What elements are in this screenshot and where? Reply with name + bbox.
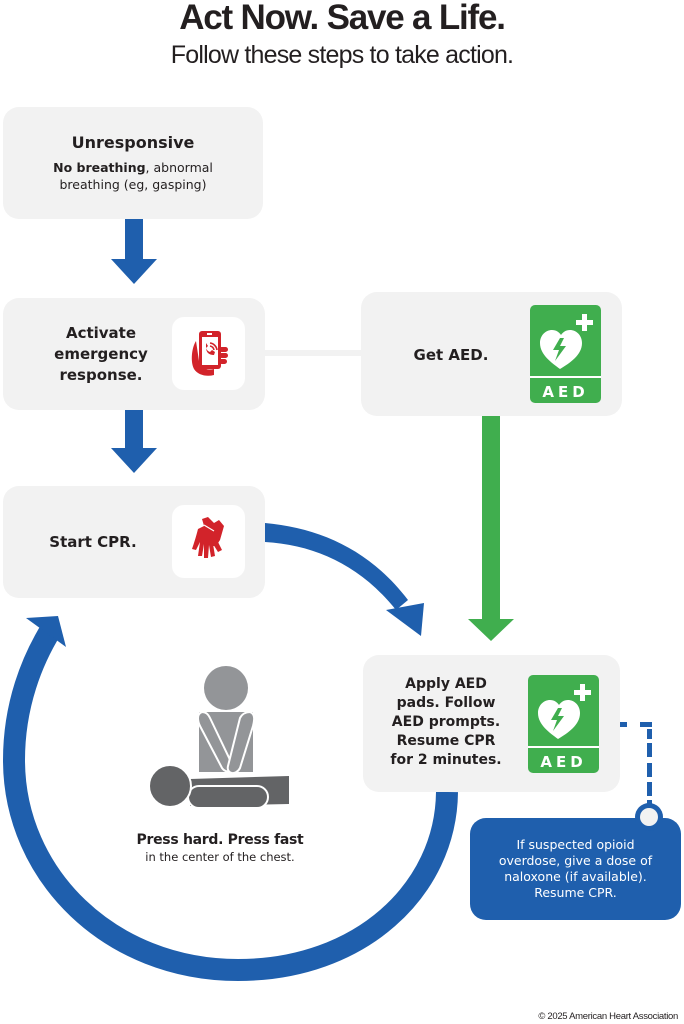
aed-sign-text: AED bbox=[540, 753, 586, 771]
arrow-down-1 bbox=[111, 219, 157, 284]
step-unresponsive-heading: Unresponsive bbox=[71, 133, 195, 152]
label-line: pads. Follow bbox=[396, 695, 496, 711]
aed-sign-text: AED bbox=[542, 383, 588, 401]
cpr-instruction-detail: in the center of the chest. bbox=[145, 850, 295, 864]
page-subtitle: Follow these steps to take action. bbox=[170, 41, 514, 69]
step-start-cpr: Start CPR. bbox=[3, 486, 265, 598]
detail-line1-rest: , abnormal bbox=[145, 160, 213, 175]
step-unresponsive: Unresponsive No breathing, abnormal brea… bbox=[3, 107, 263, 219]
label-line: emergency bbox=[54, 345, 148, 363]
arrow-cycle-loop bbox=[2, 616, 458, 982]
arrow-green-aed bbox=[468, 416, 514, 641]
label-line: for 2 minutes. bbox=[390, 752, 502, 768]
cpr-instruction-bold: Press hard. Press fast bbox=[136, 832, 304, 848]
step-apply-aed: Apply AED pads. Follow AED prompts. Resu… bbox=[363, 655, 620, 792]
naloxone-callout: If suspected opioid overdose, give a dos… bbox=[470, 818, 681, 920]
step-get-aed-label: Get AED. bbox=[413, 346, 489, 364]
label-line: Apply AED bbox=[405, 676, 487, 692]
copyright: © 2025 American Heart Association bbox=[538, 1011, 678, 1022]
cpr-instruction: Press hard. Press fast in the center of … bbox=[100, 832, 340, 864]
step-get-aed: Get AED. AED bbox=[361, 292, 622, 416]
callout-line: overdose, give a dose of bbox=[498, 853, 653, 868]
callout-line: If suspected opioid bbox=[516, 837, 635, 852]
label-line: response. bbox=[59, 366, 143, 384]
step-unresponsive-detail: No breathing, abnormal breathing (eg, ga… bbox=[3, 159, 263, 193]
aed-sign-icon: AED bbox=[530, 305, 601, 403]
aed-sign-icon: AED bbox=[528, 675, 599, 773]
callout-connector-dashed bbox=[620, 722, 652, 805]
step-activate-emergency: Activate emergency response. bbox=[3, 298, 265, 410]
label-line: Activate bbox=[65, 324, 137, 342]
detail-line2: breathing (eg, gasping) bbox=[59, 177, 207, 192]
arrow-down-2 bbox=[111, 410, 157, 473]
callout-line: naloxone (if available). bbox=[504, 869, 647, 884]
detail-emphasis: No breathing bbox=[53, 160, 146, 175]
phone-in-hand-icon bbox=[172, 317, 245, 390]
callout-line: Resume CPR. bbox=[534, 885, 617, 900]
step-start-cpr-label: Start CPR. bbox=[49, 533, 137, 551]
arrow-curve-to-aed bbox=[265, 523, 424, 636]
cpr-hands-icon bbox=[172, 505, 245, 578]
connector-activate-getaed bbox=[262, 350, 362, 356]
step-activate-label: Activate emergency response. bbox=[31, 323, 171, 386]
label-line: AED prompts. bbox=[391, 714, 501, 730]
label-line: Resume CPR bbox=[396, 733, 496, 749]
step-apply-aed-label: Apply AED pads. Follow AED prompts. Resu… bbox=[371, 675, 521, 770]
page-title: Act Now. Save a Life. bbox=[179, 0, 506, 37]
